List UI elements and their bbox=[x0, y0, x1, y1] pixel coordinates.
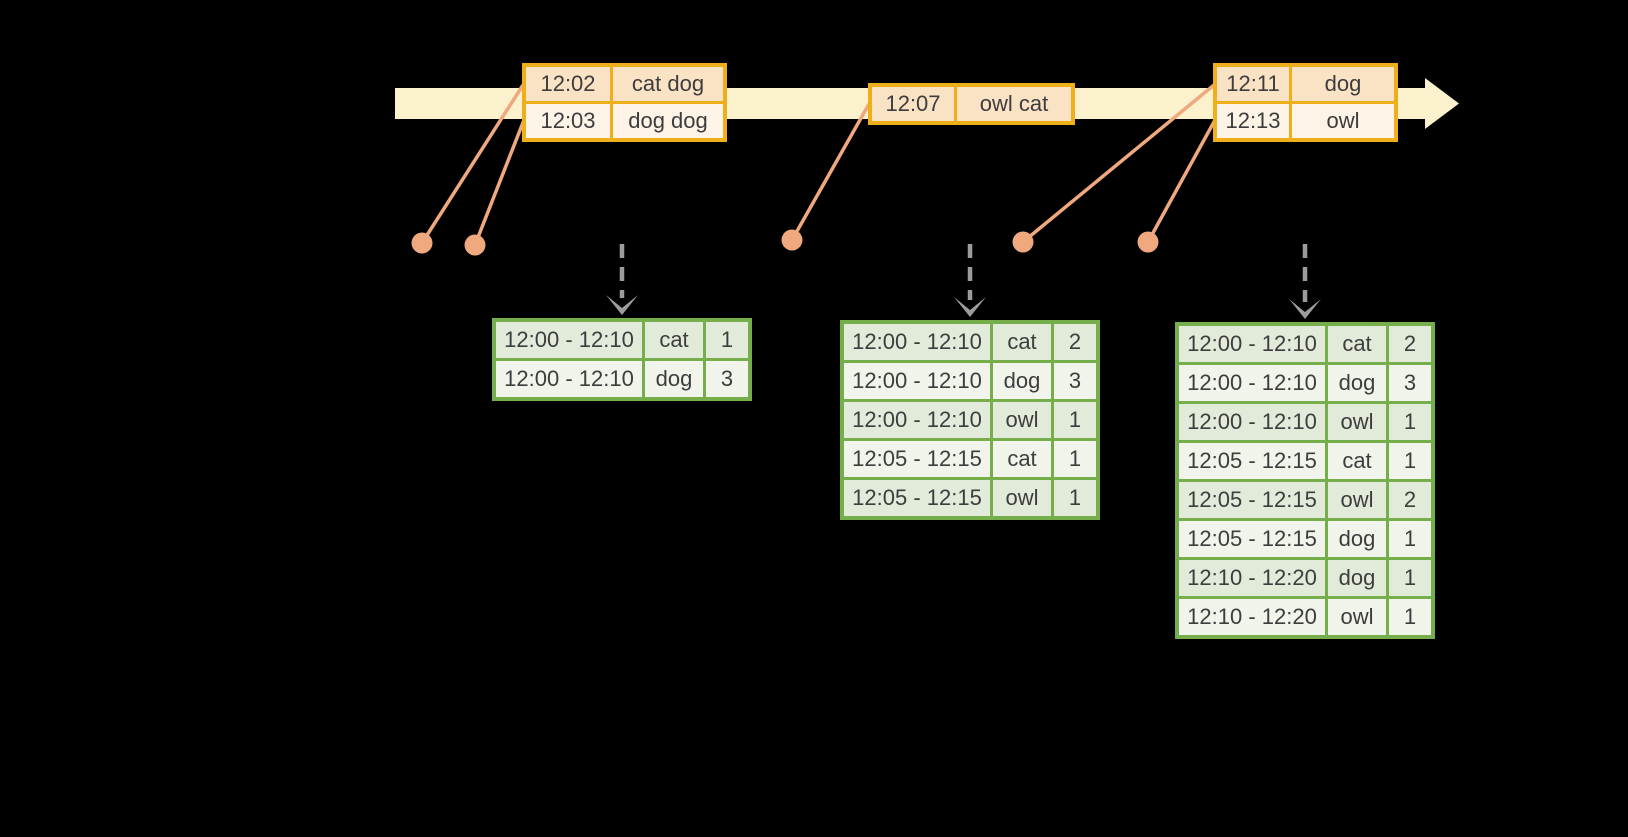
word-cell: owl bbox=[993, 402, 1051, 438]
count-cell: 1 bbox=[1389, 560, 1431, 596]
arrow-down-icon bbox=[1289, 299, 1321, 319]
word-cell: owl bbox=[1328, 482, 1386, 518]
event-time-cell: 12:02 bbox=[526, 67, 610, 101]
event-time-cell: 12:11 bbox=[1217, 67, 1289, 101]
event-connectors bbox=[420, 83, 1217, 246]
window-cell: 12:00 - 12:10 bbox=[844, 363, 990, 399]
window-cell: 12:05 - 12:15 bbox=[844, 480, 990, 516]
event-words-cell: dog bbox=[1292, 67, 1394, 101]
window-cell: 12:00 - 12:10 bbox=[844, 402, 990, 438]
word-cell: dog bbox=[1328, 560, 1386, 596]
word-cell: cat bbox=[645, 322, 703, 358]
window-cell: 12:05 - 12:15 bbox=[844, 441, 990, 477]
count-cell: 1 bbox=[706, 322, 748, 358]
event-connector-line bbox=[473, 119, 526, 246]
count-cell: 1 bbox=[1054, 402, 1096, 438]
event-dot bbox=[1137, 231, 1159, 253]
count-cell: 3 bbox=[1389, 365, 1431, 401]
window-cell: 12:00 - 12:10 bbox=[496, 322, 642, 358]
count-cell: 2 bbox=[1054, 324, 1096, 360]
event-dot bbox=[781, 229, 803, 251]
event-dot bbox=[411, 232, 433, 254]
word-cell: cat bbox=[993, 441, 1051, 477]
word-cell: cat bbox=[993, 324, 1051, 360]
event-words-cell: owl bbox=[1292, 104, 1394, 138]
window-cell: 12:00 - 12:10 bbox=[844, 324, 990, 360]
window-cell: 12:00 - 12:10 bbox=[496, 361, 642, 397]
word-cell: dog bbox=[993, 363, 1051, 399]
window-cell: 12:05 - 12:15 bbox=[1179, 443, 1325, 479]
count-cell: 2 bbox=[1389, 482, 1431, 518]
event-dot bbox=[464, 234, 486, 256]
count-cell: 1 bbox=[1389, 443, 1431, 479]
event-words-cell: dog dog bbox=[613, 104, 723, 138]
count-cell: 1 bbox=[1389, 599, 1431, 635]
window-cell: 12:00 - 12:10 bbox=[1179, 326, 1325, 362]
count-cell: 1 bbox=[1054, 441, 1096, 477]
word-cell: dog bbox=[1328, 521, 1386, 557]
event-connector-line bbox=[1146, 119, 1217, 243]
word-cell: cat bbox=[1328, 326, 1386, 362]
window-cell: 12:05 - 12:15 bbox=[1179, 482, 1325, 518]
window-cell: 12:05 - 12:15 bbox=[1179, 521, 1325, 557]
window-cell: 12:00 - 12:10 bbox=[1179, 365, 1325, 401]
count-cell: 2 bbox=[1389, 326, 1431, 362]
event-connector-line bbox=[1021, 83, 1216, 244]
count-cell: 3 bbox=[1054, 363, 1096, 399]
arrow-down-icon bbox=[606, 295, 638, 315]
count-cell: 3 bbox=[706, 361, 748, 397]
window-cell: 12:00 - 12:10 bbox=[1179, 404, 1325, 440]
event-connector-line bbox=[420, 84, 525, 244]
word-cell: owl bbox=[1328, 599, 1386, 635]
trigger-arrows bbox=[606, 244, 1321, 319]
word-cell: owl bbox=[1328, 404, 1386, 440]
window-cell: 12:10 - 12:20 bbox=[1179, 560, 1325, 596]
word-cell: dog bbox=[645, 361, 703, 397]
event-words-cell: cat dog bbox=[613, 67, 723, 101]
arrow-down-icon bbox=[954, 297, 986, 317]
event-dot bbox=[1012, 231, 1034, 253]
event-time-cell: 12:03 bbox=[526, 104, 610, 138]
timeline-arrowhead-icon bbox=[1425, 78, 1459, 129]
event-words-cell: owl cat bbox=[957, 87, 1071, 121]
word-cell: cat bbox=[1328, 443, 1386, 479]
count-cell: 1 bbox=[1389, 404, 1431, 440]
event-dots bbox=[411, 229, 1159, 256]
word-cell: owl bbox=[993, 480, 1051, 516]
count-cell: 1 bbox=[1054, 480, 1096, 516]
window-cell: 12:10 - 12:20 bbox=[1179, 599, 1325, 635]
event-time-cell: 12:07 bbox=[872, 87, 954, 121]
event-connector-line bbox=[790, 103, 871, 241]
count-cell: 1 bbox=[1389, 521, 1431, 557]
word-cell: dog bbox=[1328, 365, 1386, 401]
event-time-cell: 12:13 bbox=[1217, 104, 1289, 138]
